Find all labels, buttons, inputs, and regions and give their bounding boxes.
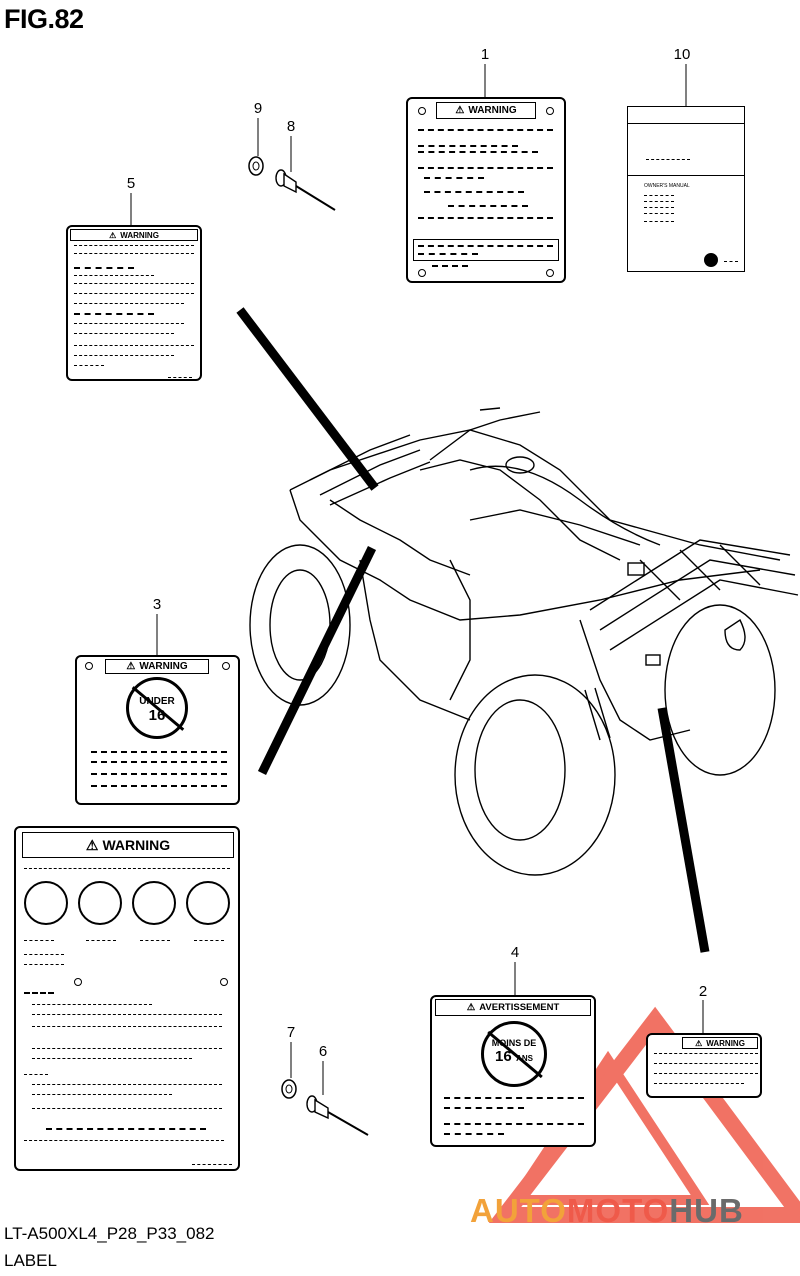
- manufacturer-logo-icon: [704, 253, 718, 267]
- callout-6: 6: [318, 1043, 328, 1060]
- washer-part-7: [281, 1079, 297, 1099]
- rivet-part-6: [306, 1095, 369, 1136]
- warning-triangle-icon: ⚠: [695, 1038, 703, 1048]
- warning-header: ⚠ WARNING: [105, 659, 209, 674]
- label-part-1: ⚠ WARNING: [406, 97, 566, 283]
- prohibition-icon-4: [186, 881, 230, 925]
- atv-outline: [249, 407, 799, 876]
- callout-10: 10: [673, 46, 691, 63]
- callout-lines: [130, 64, 704, 1095]
- washer-part-9: [248, 156, 264, 176]
- warning-triangle-icon: ⚠: [85, 836, 99, 853]
- callout-4: 4: [510, 944, 520, 961]
- warning-triangle-icon: ⚠: [109, 230, 117, 240]
- owners-manual-part-10: OWNER'S MANUAL: [627, 106, 745, 272]
- figure-code: LT-A500XL4_P28_P33_082: [4, 1224, 215, 1243]
- label-part-5: ⚠ WARNING: [66, 225, 202, 381]
- label-part-3-upper: ⚠ WARNING UNDER 16: [75, 655, 240, 805]
- figure-title: FIG.82: [4, 4, 84, 34]
- callout-2: 2: [698, 983, 708, 1000]
- callout-3: 3: [152, 596, 162, 613]
- watermark-text: AUTOMOTOHUB: [470, 1192, 744, 1229]
- warning-header: ⚠ WARNING: [682, 1037, 758, 1049]
- warning-header: ⚠ WARNING: [436, 102, 536, 119]
- label-part-2: ⚠ WARNING: [646, 1033, 762, 1098]
- callout-7: 7: [286, 1024, 296, 1041]
- under-16-prohibition-icon: UNDER 16: [126, 677, 188, 739]
- avertissement-header: ⚠ AVERTISSEMENT: [435, 999, 591, 1016]
- rivet-part-8: [275, 169, 336, 211]
- figure-label: LABEL: [4, 1251, 57, 1270]
- label-part-4: ⚠ AVERTISSEMENT MOINS DE 16 ANS: [430, 995, 596, 1147]
- warning-triangle-icon: ⚠: [466, 1002, 476, 1013]
- warning-header: ⚠ WARNING: [22, 832, 234, 858]
- manual-title: OWNER'S MANUAL: [644, 183, 690, 189]
- moins-de-16-prohibition-icon: MOINS DE 16 ANS: [481, 1021, 547, 1087]
- prohibition-icon-1: [24, 881, 68, 925]
- callout-9: 9: [253, 100, 263, 117]
- warning-header: ⚠ WARNING: [70, 229, 198, 241]
- label-part-3-lower: ⚠ WARNING: [14, 826, 240, 1171]
- callout-8: 8: [286, 118, 296, 135]
- leader-lines: [236, 307, 710, 953]
- callout-5: 5: [126, 175, 136, 192]
- prohibition-icon-2: [78, 881, 122, 925]
- warning-triangle-icon: ⚠: [455, 105, 465, 116]
- prohibition-icon-3: [132, 881, 176, 925]
- callout-1: 1: [480, 46, 490, 63]
- warning-triangle-icon: ⚠: [126, 661, 136, 672]
